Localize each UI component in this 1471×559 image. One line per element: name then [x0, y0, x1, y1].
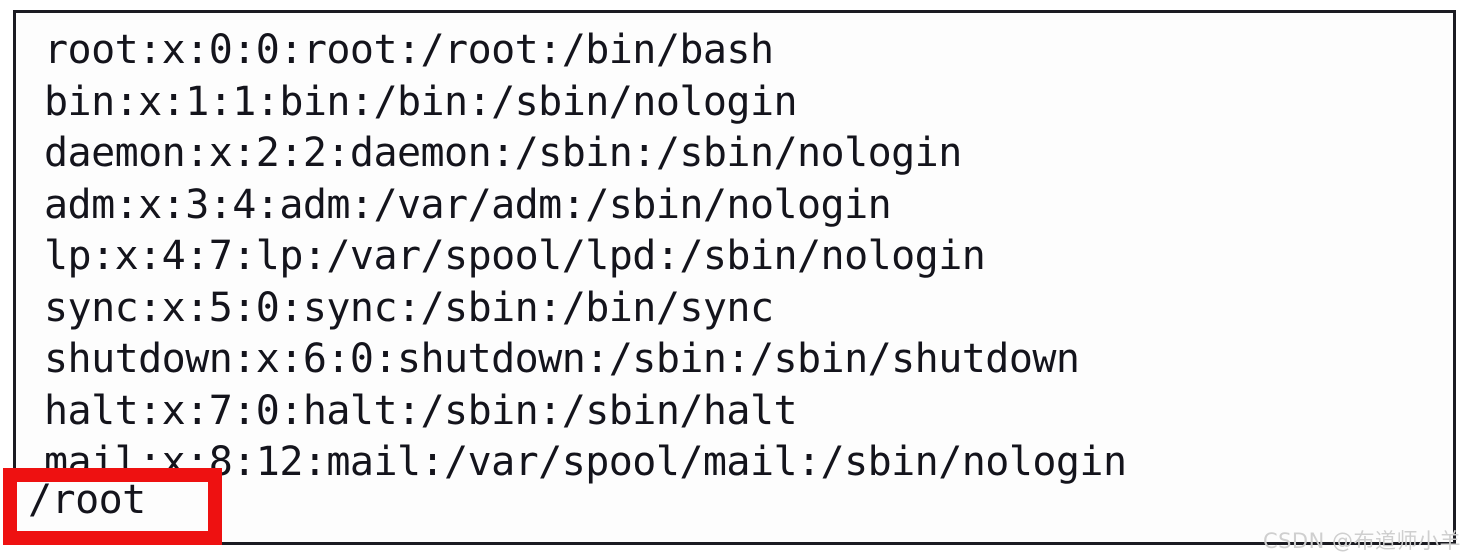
output-line: halt:x:7:0:halt:/sbin:/sbin/halt [44, 387, 798, 434]
passwd-file-output: root:x:0:0:root:/root:/bin/bash bin:x:1:… [44, 25, 1454, 489]
output-line: mail:x:8:12:mail:/var/spool/mail:/sbin/n… [44, 439, 1127, 485]
output-line: sync:x:5:0:sync:/sbin:/bin/sync [44, 284, 774, 331]
csdn-watermark: CSDN @布道师小羊 [1262, 529, 1461, 553]
output-line: daemon:x:2:2:daemon:/sbin:/sbin/nologin [44, 130, 962, 176]
output-line: bin:x:1:1:bin:/bin:/sbin/nologin [44, 78, 798, 125]
output-line: adm:x:3:4:adm:/var/adm:/sbin/nologin [44, 181, 892, 228]
highlighted-output-line: /root [28, 477, 146, 523]
terminal-output-frame: root:x:0:0:root:/root:/bin/bash bin:x:1:… [13, 10, 1456, 545]
output-line: shutdown:x:6:0:shutdown:/sbin:/sbin/shut… [44, 336, 1080, 382]
output-line: root:x:0:0:root:/root:/bin/bash [44, 27, 774, 73]
output-line: lp:x:4:7:lp:/var/spool/lpd:/sbin/nologin [44, 233, 986, 279]
red-annotation-box [3, 468, 222, 545]
